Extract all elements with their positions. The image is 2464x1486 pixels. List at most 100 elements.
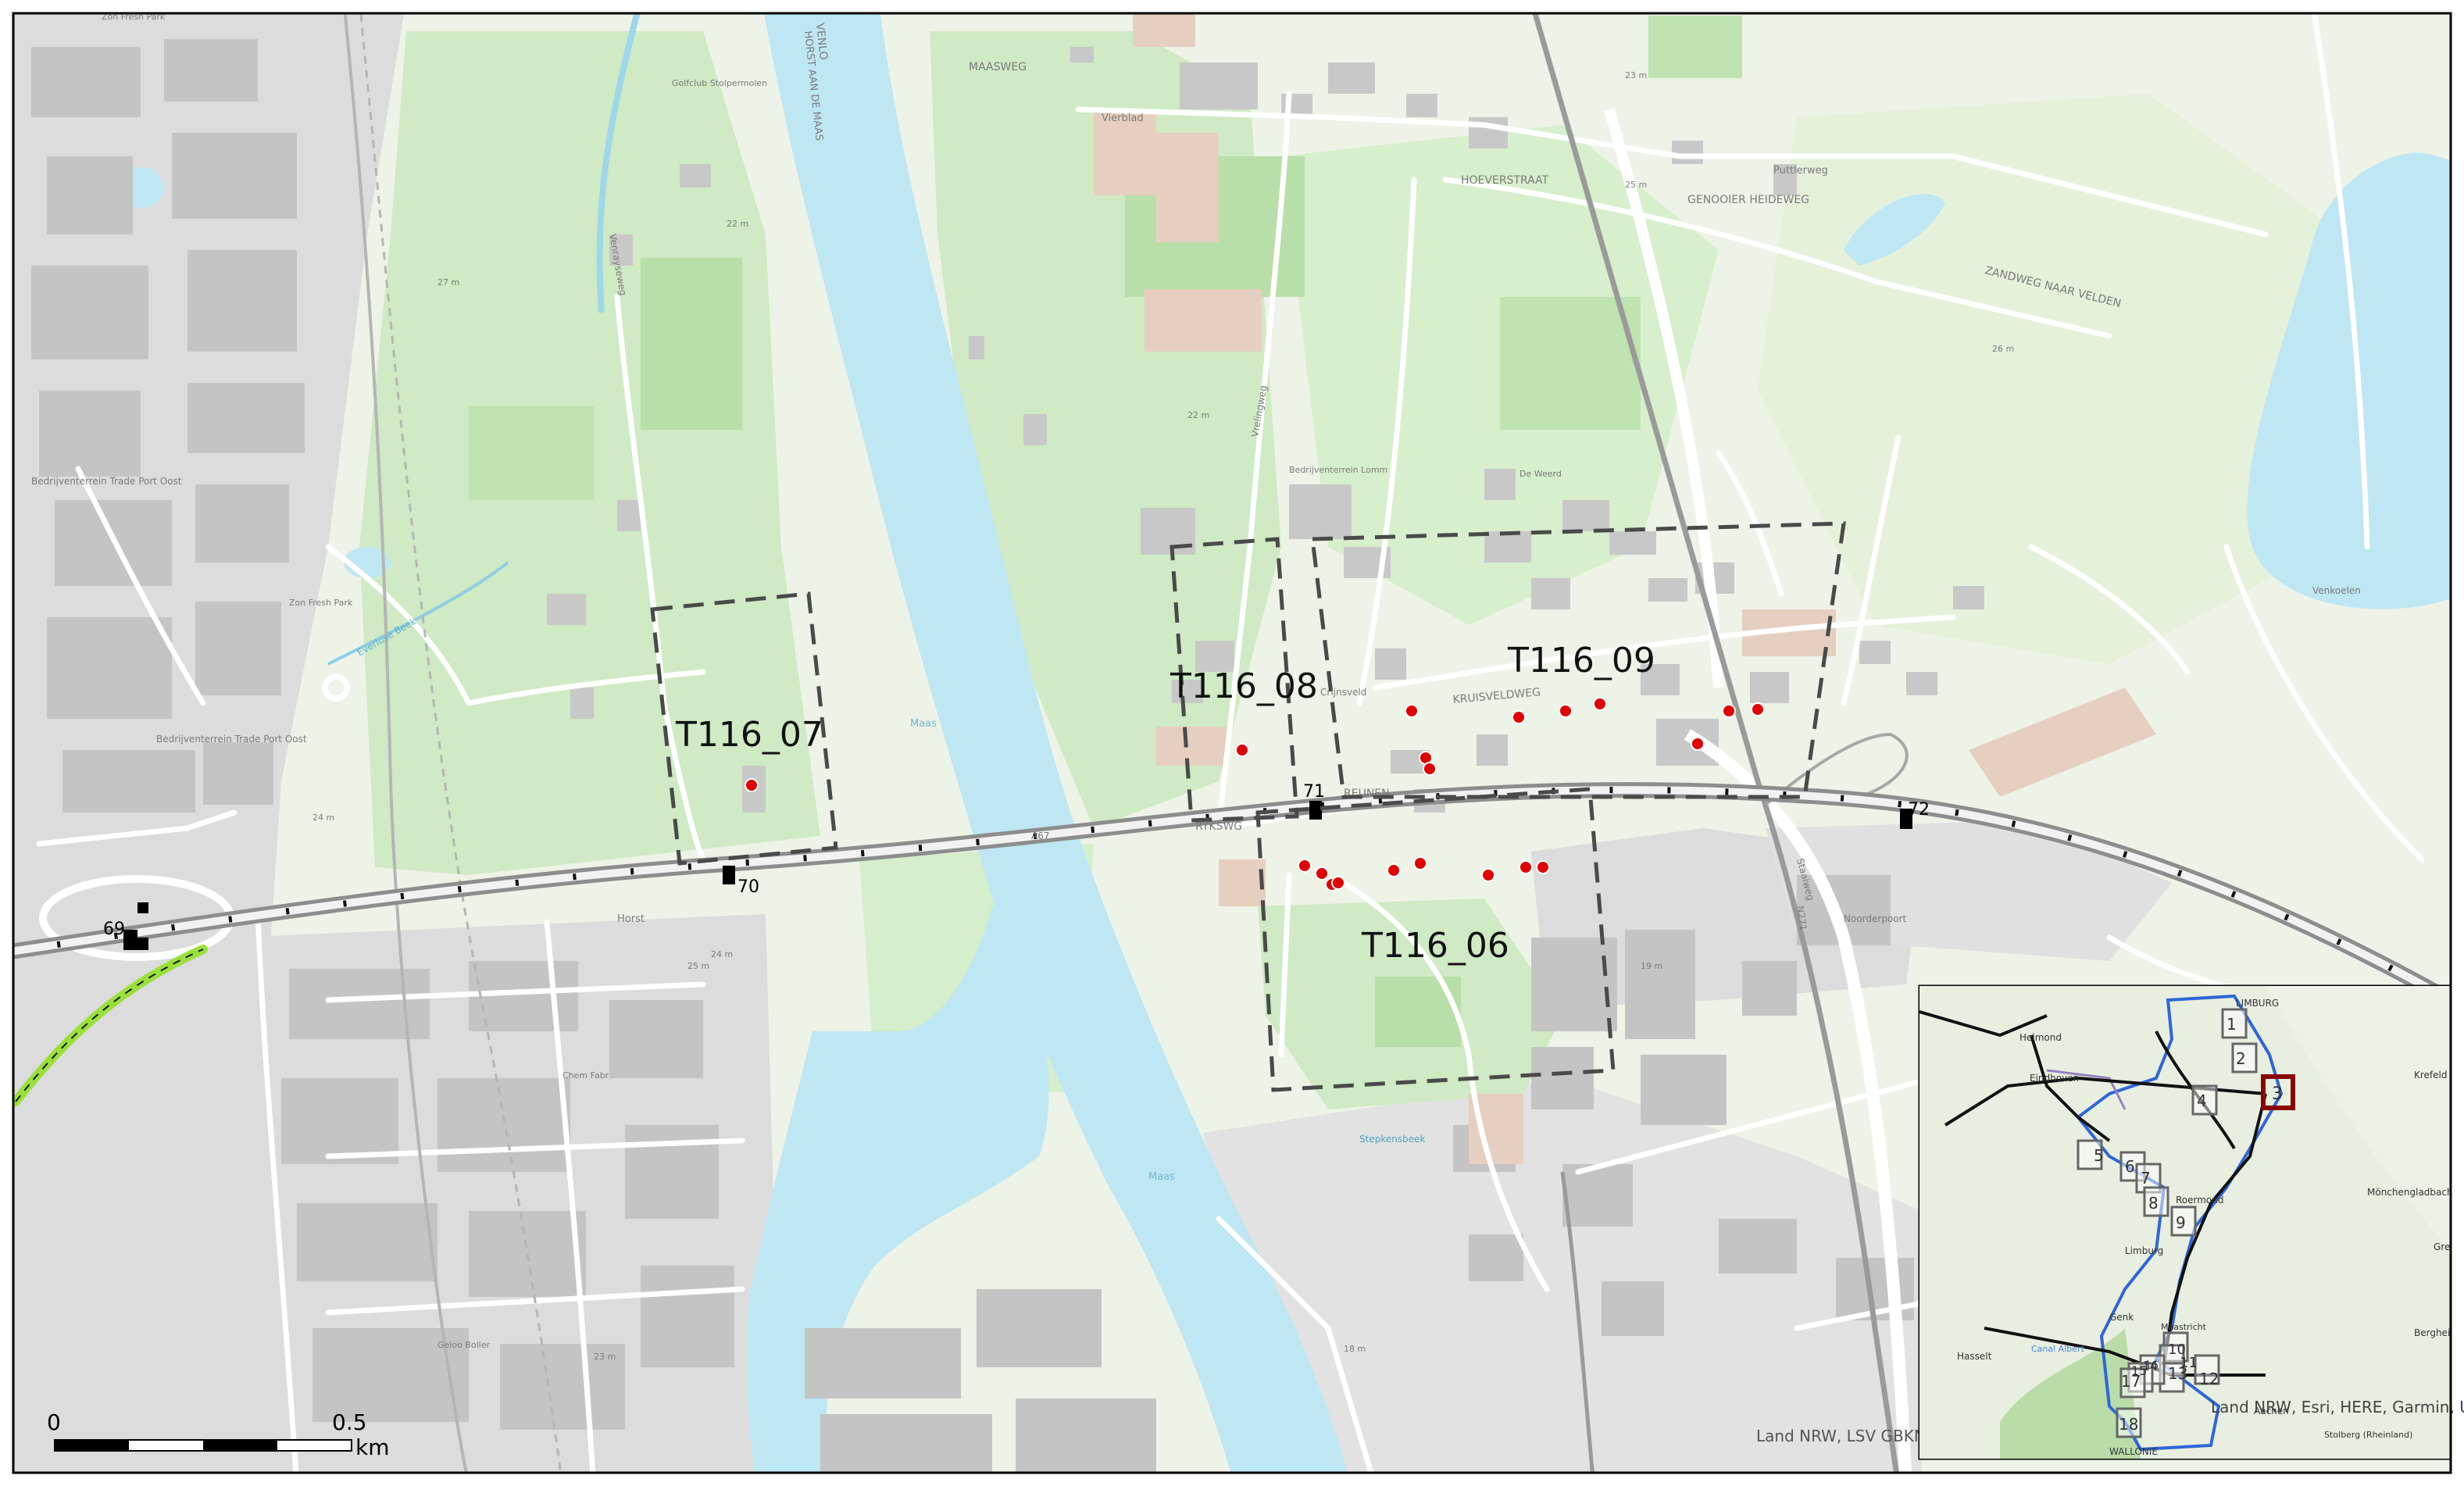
scale-bar-seg (203, 1440, 277, 1451)
inset-place: LIMBURG (2236, 998, 2279, 1009)
study-area-label-T116_06[interactable]: T116_06 (1361, 926, 1509, 966)
place-label: Chem Fabr (562, 1070, 609, 1081)
urban-south (1203, 1078, 1922, 1473)
survey-point (1387, 863, 1401, 877)
elevation-label: 27 m (437, 277, 459, 288)
survey-point (1481, 868, 1495, 882)
scale-unit: km (355, 1434, 390, 1460)
study-area-outlines (650, 521, 1846, 1092)
inset-number: 12 (2199, 1370, 2219, 1388)
street-label: N271 (1794, 905, 1809, 931)
field-5 (1648, 16, 1742, 78)
elevation-label: 24 m (711, 949, 733, 959)
field-1 (641, 258, 742, 430)
inset-place: Eindhoven (2030, 1073, 2079, 1084)
inset-labels: 1 2 3 4 5 6 7 8 9 10 11 12 13 14 15 16 1… (1957, 998, 2462, 1457)
study-area-outline-T116_06 (1255, 787, 1616, 1092)
inset-place: Greve (2434, 1241, 2462, 1252)
place-label: Bedrijventerrein Lomm (1289, 465, 1387, 475)
scale-half: 0.5 (332, 1409, 367, 1435)
survey-point (1691, 737, 1705, 751)
elevation-label: 26 m (1992, 344, 2014, 354)
study-area-label-T116_08[interactable]: T116_08 (1170, 666, 1318, 706)
inset-germany (2266, 986, 2450, 1250)
scale-zero: 0 (47, 1409, 61, 1435)
roundabout (322, 673, 350, 702)
inset-place: Limburg (2125, 1245, 2163, 1256)
place-label: Bedrijventerrein Trade Port Oost (156, 734, 307, 745)
inset-area-boxes (2077, 1008, 2258, 1438)
street-label: RYKSWG (1195, 820, 1242, 833)
inset-number: 2 (2236, 1049, 2246, 1068)
place-label: Zon Fresh Park (102, 12, 166, 22)
survey-point (1413, 856, 1427, 870)
inset-number: 18 (2119, 1415, 2138, 1434)
railway-north-south (1532, 13, 1900, 1473)
inset-border (2046, 1069, 2127, 1110)
km-marker-label: 72 (1908, 800, 1930, 820)
stream-1 (596, 13, 641, 313)
place-label: Golfclub Stolpermolen (672, 78, 767, 88)
river-maas (764, 13, 1348, 1473)
water-label: Maas (1148, 1171, 1175, 1183)
survey-point (1519, 860, 1533, 874)
study-area-outline-T116_08 (1170, 537, 1299, 823)
inset-place: Stolberg (Rheinland) (2324, 1430, 2412, 1440)
inset-map[interactable]: 1 2 3 4 5 6 7 8 9 10 11 12 13 14 15 16 1… (1918, 984, 2464, 1460)
study-area-label-T116_09[interactable]: T116_09 (1507, 641, 1655, 680)
railway-west (343, 13, 468, 1473)
inset-place: Maastricht (2161, 1322, 2207, 1332)
inset-number: 15 (2131, 1363, 2147, 1378)
survey-points (745, 697, 1765, 891)
place-label: Zon Fresh Park (289, 598, 353, 608)
survey-point (1751, 702, 1765, 716)
survey-point (745, 778, 759, 792)
inset-place: Roermond (2176, 1195, 2224, 1206)
street-label: GENOOIER HEIDEWEG (1687, 194, 1809, 206)
inset-place: Bergheim (2414, 1327, 2459, 1338)
street-label: HOEVERSTRAAT (1461, 174, 1549, 187)
street-label: A67 (1031, 831, 1049, 841)
scale-bar: 0 0.5 km (47, 1409, 390, 1460)
inset-number: 14 (2142, 1359, 2158, 1373)
road-rijksweg-north (1604, 108, 1724, 688)
study-area-label-T116_07[interactable]: T116_07 (675, 715, 823, 755)
buildings-scattered (547, 47, 1984, 813)
inset-number: 11 (2180, 1355, 2198, 1371)
survey-point (1512, 710, 1526, 724)
survey-point (1593, 697, 1607, 711)
survey-point (1235, 743, 1249, 757)
inset-place: Mönchengladbach (2367, 1187, 2453, 1198)
study-area-outline-T116_09 (1310, 521, 1846, 799)
inset-place: Krefeld (2414, 1070, 2447, 1081)
km-marker-label: 71 (1303, 782, 1325, 802)
inset-number: 13 (2168, 1364, 2187, 1383)
survey-point (1331, 876, 1345, 890)
elevation-label: 19 m (1641, 961, 1662, 971)
street-label: Horst (617, 913, 645, 925)
water-label: Maas (910, 718, 937, 730)
inset-place: Genk (2109, 1312, 2134, 1323)
inset-current-area[interactable] (2261, 1074, 2295, 1110)
km-marker-label: 69 (103, 920, 125, 939)
street-label: Puttlerweg (1773, 165, 1828, 177)
scale-bar-seg (55, 1440, 129, 1451)
motorway-ticks (13, 787, 2451, 1005)
km-marker-label: 70 (737, 877, 759, 897)
inset-number: 7 (2141, 1169, 2151, 1188)
buildings-farms (1094, 13, 2156, 1164)
place-label: Geloo Boller (437, 1340, 490, 1350)
survey-point (1559, 704, 1573, 718)
survey-point (1722, 704, 1736, 718)
inset-place: WALLONIE (2109, 1446, 2158, 1457)
harbour-basin (781, 906, 1049, 1188)
green-route-dash (15, 948, 204, 1102)
survey-point (1298, 859, 1312, 873)
inset-number: 6 (2125, 1157, 2135, 1176)
elevation-label: 25 m (687, 961, 709, 971)
survey-point (1405, 704, 1419, 718)
street-label: Vierblad (1102, 113, 1144, 124)
street-label: Crijnsveld (1320, 687, 1366, 698)
